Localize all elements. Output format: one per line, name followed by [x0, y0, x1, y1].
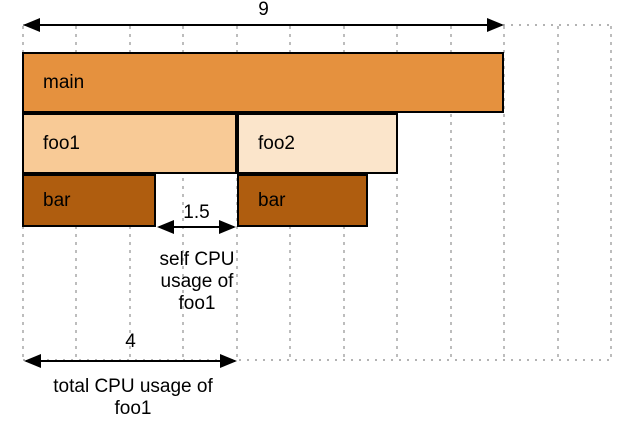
frame-foo2: foo2 — [237, 113, 398, 174]
grid-bottom-dotted-line — [23, 359, 612, 361]
frame-bar-under-foo2: bar — [237, 174, 368, 227]
total-foo1-caption: total CPU usage of foo1 — [33, 376, 233, 420]
frame-main: main — [22, 52, 504, 113]
self-foo1-value: 1.5 — [183, 202, 210, 223]
frame-foo1: foo1 — [22, 113, 237, 174]
total-foo1-arrow — [24, 354, 237, 368]
self-foo1-caption: self CPU usage of foo1 — [117, 249, 277, 315]
caption-line: usage of — [160, 271, 234, 292]
grid-vertical-dashed-line — [449, 26, 452, 360]
frame-bar-right-label: bar — [258, 190, 286, 211]
frame-foo2-label: foo2 — [258, 133, 295, 154]
arrowhead-left-icon — [23, 18, 40, 32]
grid-vertical-dashed-line — [556, 26, 559, 360]
frame-bar-under-foo1: bar — [22, 174, 156, 227]
caption-line: foo1 — [114, 398, 152, 419]
total-span-value: 9 — [258, 0, 269, 20]
arrowhead-right-icon — [219, 220, 236, 234]
frame-bar-left-label: bar — [43, 190, 71, 211]
total-foo1-value: 4 — [125, 331, 136, 352]
self-foo1-arrow — [157, 220, 236, 234]
grid-vertical-dashed-line — [503, 26, 506, 360]
arrow-shaft — [159, 226, 234, 228]
arrowhead-left-icon — [24, 354, 41, 368]
caption-line: total CPU usage of — [53, 376, 213, 397]
total-span-arrow — [23, 18, 504, 32]
grid-vertical-dashed-line — [235, 26, 238, 360]
frame-main-label: main — [43, 72, 85, 93]
grid-vertical-dashed-line — [609, 26, 612, 360]
frame-foo1-label: foo1 — [43, 133, 80, 154]
caption-line: self CPU — [159, 249, 235, 270]
arrow-shaft — [26, 360, 235, 362]
arrow-shaft — [25, 24, 502, 26]
arrowhead-right-icon — [220, 354, 237, 368]
arrowhead-left-icon — [157, 220, 174, 234]
grid-vertical-dashed-line — [182, 26, 185, 360]
caption-line: foo1 — [178, 293, 216, 314]
grid-vertical-dashed-line — [396, 26, 399, 360]
arrowhead-right-icon — [487, 18, 504, 32]
